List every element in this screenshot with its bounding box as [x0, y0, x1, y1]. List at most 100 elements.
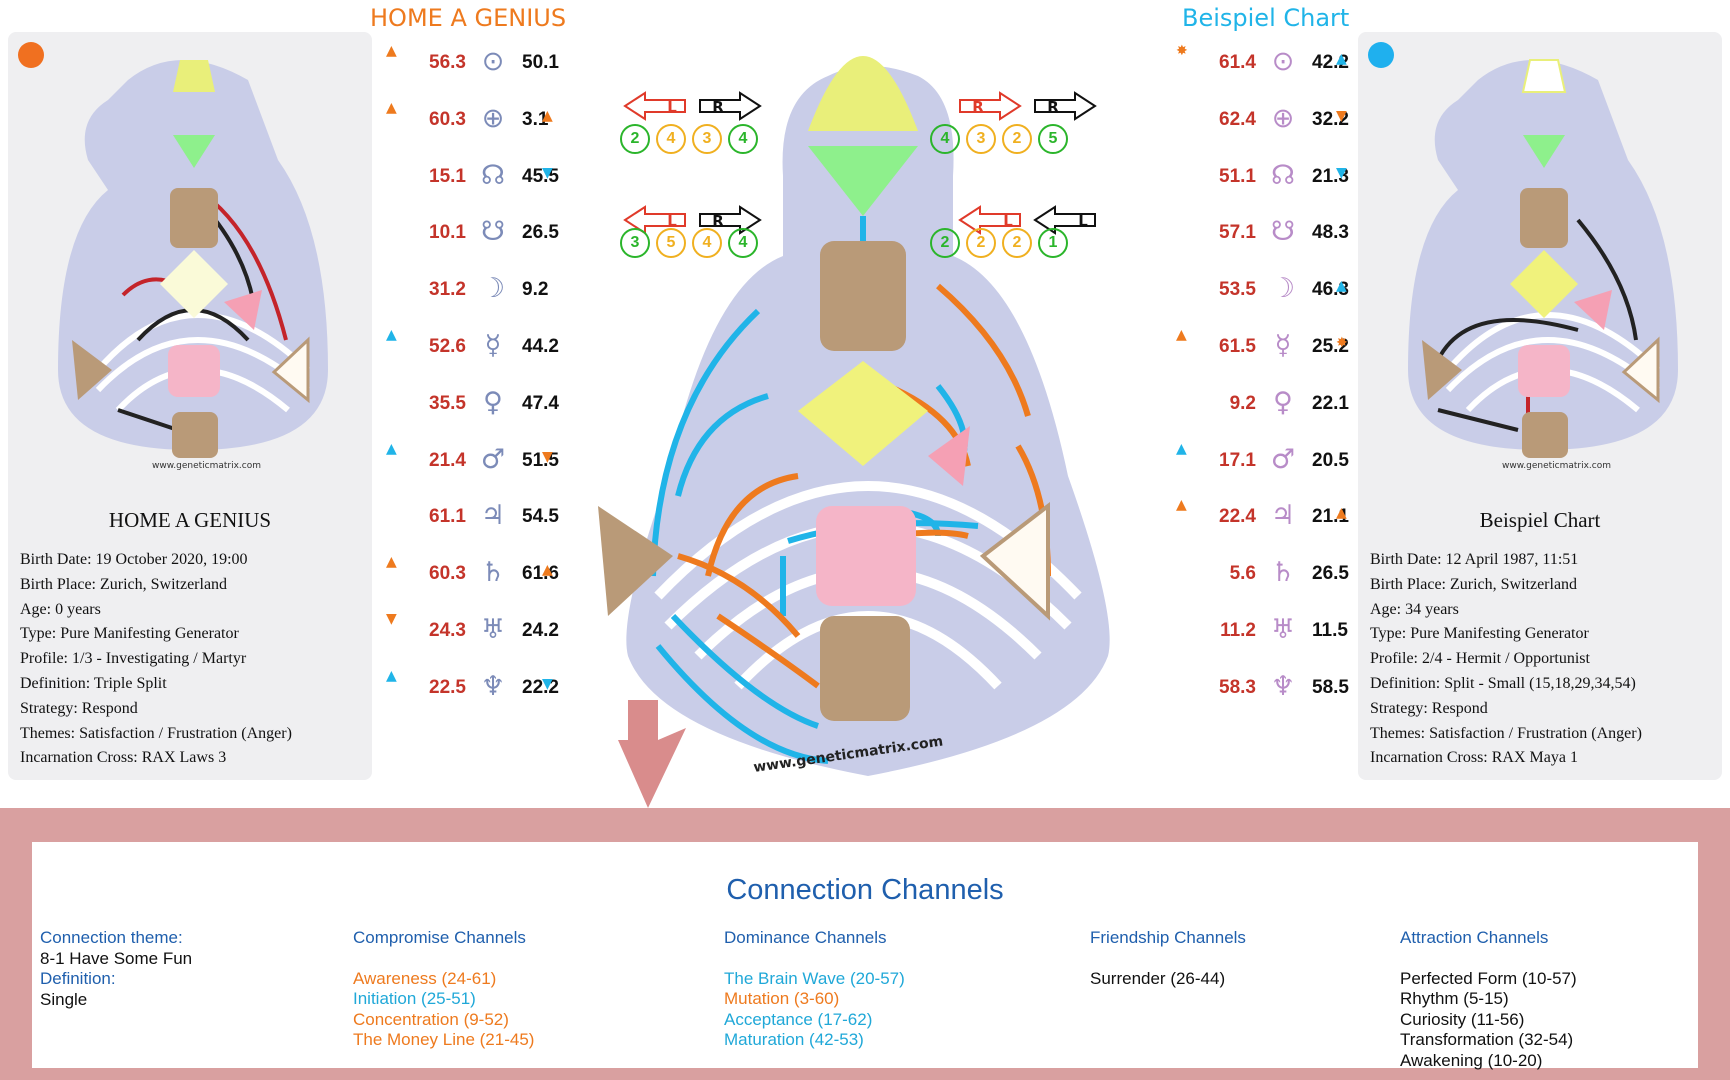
connection-theme-label: Connection theme: — [40, 928, 183, 947]
left-info-line: Strategy: Respond — [20, 699, 138, 717]
connection-channels-title: Connection Channels — [726, 874, 1004, 906]
planet-marker-icon: ▼ — [1336, 107, 1347, 124]
personality-value: 46.3 — [1312, 279, 1349, 301]
personality-value: 51.5 — [522, 449, 559, 471]
personality-value: 58.5 — [1312, 676, 1349, 698]
planet-symbol-icon: ♂ — [480, 443, 506, 475]
definition-label: Definition: — [40, 969, 116, 988]
variable-number: 3 — [692, 124, 722, 154]
right-chart-card[interactable]: www.geneticmatrix.com Beispiel Chart Bir… — [1358, 32, 1722, 780]
personality-value: 61.6 — [522, 563, 559, 585]
planet-symbol-icon: ⊙ — [481, 46, 505, 77]
left-info-line: Themes: Satisfaction / Frustration (Ange… — [20, 724, 292, 742]
svg-text:www.geneticmatrix.com: www.geneticmatrix.com — [152, 461, 261, 471]
planet-marker-icon: ▼ — [1336, 164, 1347, 181]
center-bodygraph[interactable]: www.geneticmatrix.com — [598, 56, 1138, 786]
definition-value: Single — [40, 989, 88, 1009]
planet-marker-icon: ▼ — [542, 448, 553, 465]
left-info-line: Birth Date: 19 October 2020, 19:00 — [20, 551, 248, 568]
planet-row: 62.4⊕32.2 — [1176, 101, 1396, 141]
planet-symbol-icon: ♄ — [1270, 557, 1296, 589]
svg-text:L: L — [667, 98, 677, 116]
left-bodygraph[interactable]: www.geneticmatrix.com — [28, 40, 358, 480]
right-info-line: Incarnation Cross: RAX Maya 1 — [1370, 749, 1578, 767]
design-value: 22.5 — [429, 676, 466, 698]
variable-number: 2 — [620, 124, 650, 154]
variable-number: 4 — [656, 124, 686, 154]
design-value: 62.4 — [1219, 108, 1256, 130]
design-value: 51.1 — [1219, 165, 1256, 187]
channel-item: Curiosity (11-56) — [1400, 1009, 1525, 1029]
planet-marker-icon: ▲ — [1176, 440, 1187, 457]
planet-symbol-icon: ☿ — [1274, 330, 1292, 361]
planet-row: 5.6♄26.5 — [1176, 555, 1396, 595]
dominance-channels-column: Dominance Channels The Brain Wave (20-57… — [724, 928, 905, 1051]
planet-marker-icon: ▲ — [542, 562, 553, 579]
planet-row: 58.3♆58.5 — [1176, 669, 1396, 709]
personality-value: 3.1 — [522, 108, 549, 130]
channel-item: The Money Line (21-45) — [353, 1030, 535, 1049]
variable-number: 1 — [1038, 228, 1068, 258]
friendship-channels-column: Friendship Channels Surrender (26-44) — [1090, 928, 1246, 989]
variable-number: 4 — [728, 228, 758, 258]
left-info-line: Profile: 1/3 - Investigating / Martyr — [20, 650, 247, 668]
right-info-line: Age: 34 years — [1370, 600, 1459, 618]
channel-item: The Brain Wave (20-57) — [724, 968, 905, 988]
personality-value: 22.1 — [1312, 392, 1349, 414]
planet-marker-icon: ▼ — [542, 164, 553, 181]
channel-item: Transformation (32-54) — [1400, 1030, 1574, 1049]
channel-item: Awareness (24-61) — [353, 968, 497, 988]
planet-marker-icon: ▲ — [1176, 327, 1187, 343]
right-bodygraph[interactable]: www.geneticmatrix.com — [1378, 40, 1708, 480]
design-value: 5.6 — [1229, 563, 1256, 585]
personality-value: 47.4 — [522, 392, 559, 414]
planet-marker-icon: ▲ — [386, 327, 397, 343]
svg-text:R: R — [712, 212, 724, 230]
planet-row: 57.1☋48.3 — [1176, 214, 1396, 254]
channel-item: Acceptance (17-62) — [724, 1009, 873, 1029]
compromise-channels-heading: Compromise Channels — [353, 928, 526, 947]
attraction-channels-heading: Attraction Channels — [1400, 928, 1549, 947]
left-info-line: Definition: Triple Split — [20, 674, 167, 692]
planet-symbol-icon: ☽ — [1270, 273, 1296, 305]
dominance-channels-heading: Dominance Channels — [724, 928, 887, 947]
planet-row: 53.5☽46.3 — [1176, 271, 1396, 311]
planet-symbol-icon: ☽ — [480, 273, 506, 305]
design-value: 61.1 — [429, 506, 466, 528]
planet-symbol-icon: ♂ — [1270, 443, 1296, 475]
variable-number: 2 — [930, 228, 960, 258]
planet-row: 61.4⊙42.2 — [1176, 44, 1396, 84]
planet-row: 56.3⊙50.1 — [386, 44, 606, 84]
left-chart-card[interactable]: www.geneticmatrix.com HOME A GENIUS Birt… — [8, 32, 372, 780]
planet-marker-icon: ▼ — [542, 675, 553, 692]
attraction-channels-column: Attraction Channels Perfected Form (10-5… — [1400, 928, 1577, 1071]
left-person-name: HOME A GENIUS — [108, 508, 272, 532]
variable-number: 2 — [1002, 124, 1032, 154]
channel-item: Concentration (9-52) — [353, 1009, 509, 1029]
planet-marker-icon: ▲ — [386, 43, 397, 59]
planet-symbol-icon: ♃ — [480, 500, 506, 532]
planet-symbol-icon: ☋ — [1271, 216, 1295, 248]
personality-value: 50.1 — [522, 52, 559, 73]
friendship-channels-heading: Friendship Channels — [1090, 928, 1246, 947]
planet-marker-icon: ▲ — [1336, 51, 1347, 67]
personality-value: 42.2 — [1312, 52, 1349, 73]
design-value: 61.4 — [1219, 52, 1256, 73]
svg-text:R: R — [712, 98, 724, 116]
right-color-dot — [1368, 42, 1394, 68]
planet-marker-icon: ▲ — [386, 99, 397, 116]
connection-channels-card: Connection Channels Connection theme: 8-… — [32, 842, 1698, 1071]
planet-symbol-icon: ☋ — [481, 216, 505, 248]
design-value: 57.1 — [1219, 222, 1256, 244]
svg-text:L: L — [1003, 212, 1013, 230]
planet-symbol-icon: ♄ — [480, 557, 506, 589]
svg-text:R: R — [1047, 98, 1059, 116]
design-value: 15.1 — [429, 165, 466, 187]
planet-marker-icon: ✸ — [1336, 335, 1348, 351]
design-value: 17.1 — [1219, 449, 1256, 471]
left-color-dot — [18, 42, 44, 68]
channel-item: Surrender (26-44) — [1090, 968, 1226, 988]
